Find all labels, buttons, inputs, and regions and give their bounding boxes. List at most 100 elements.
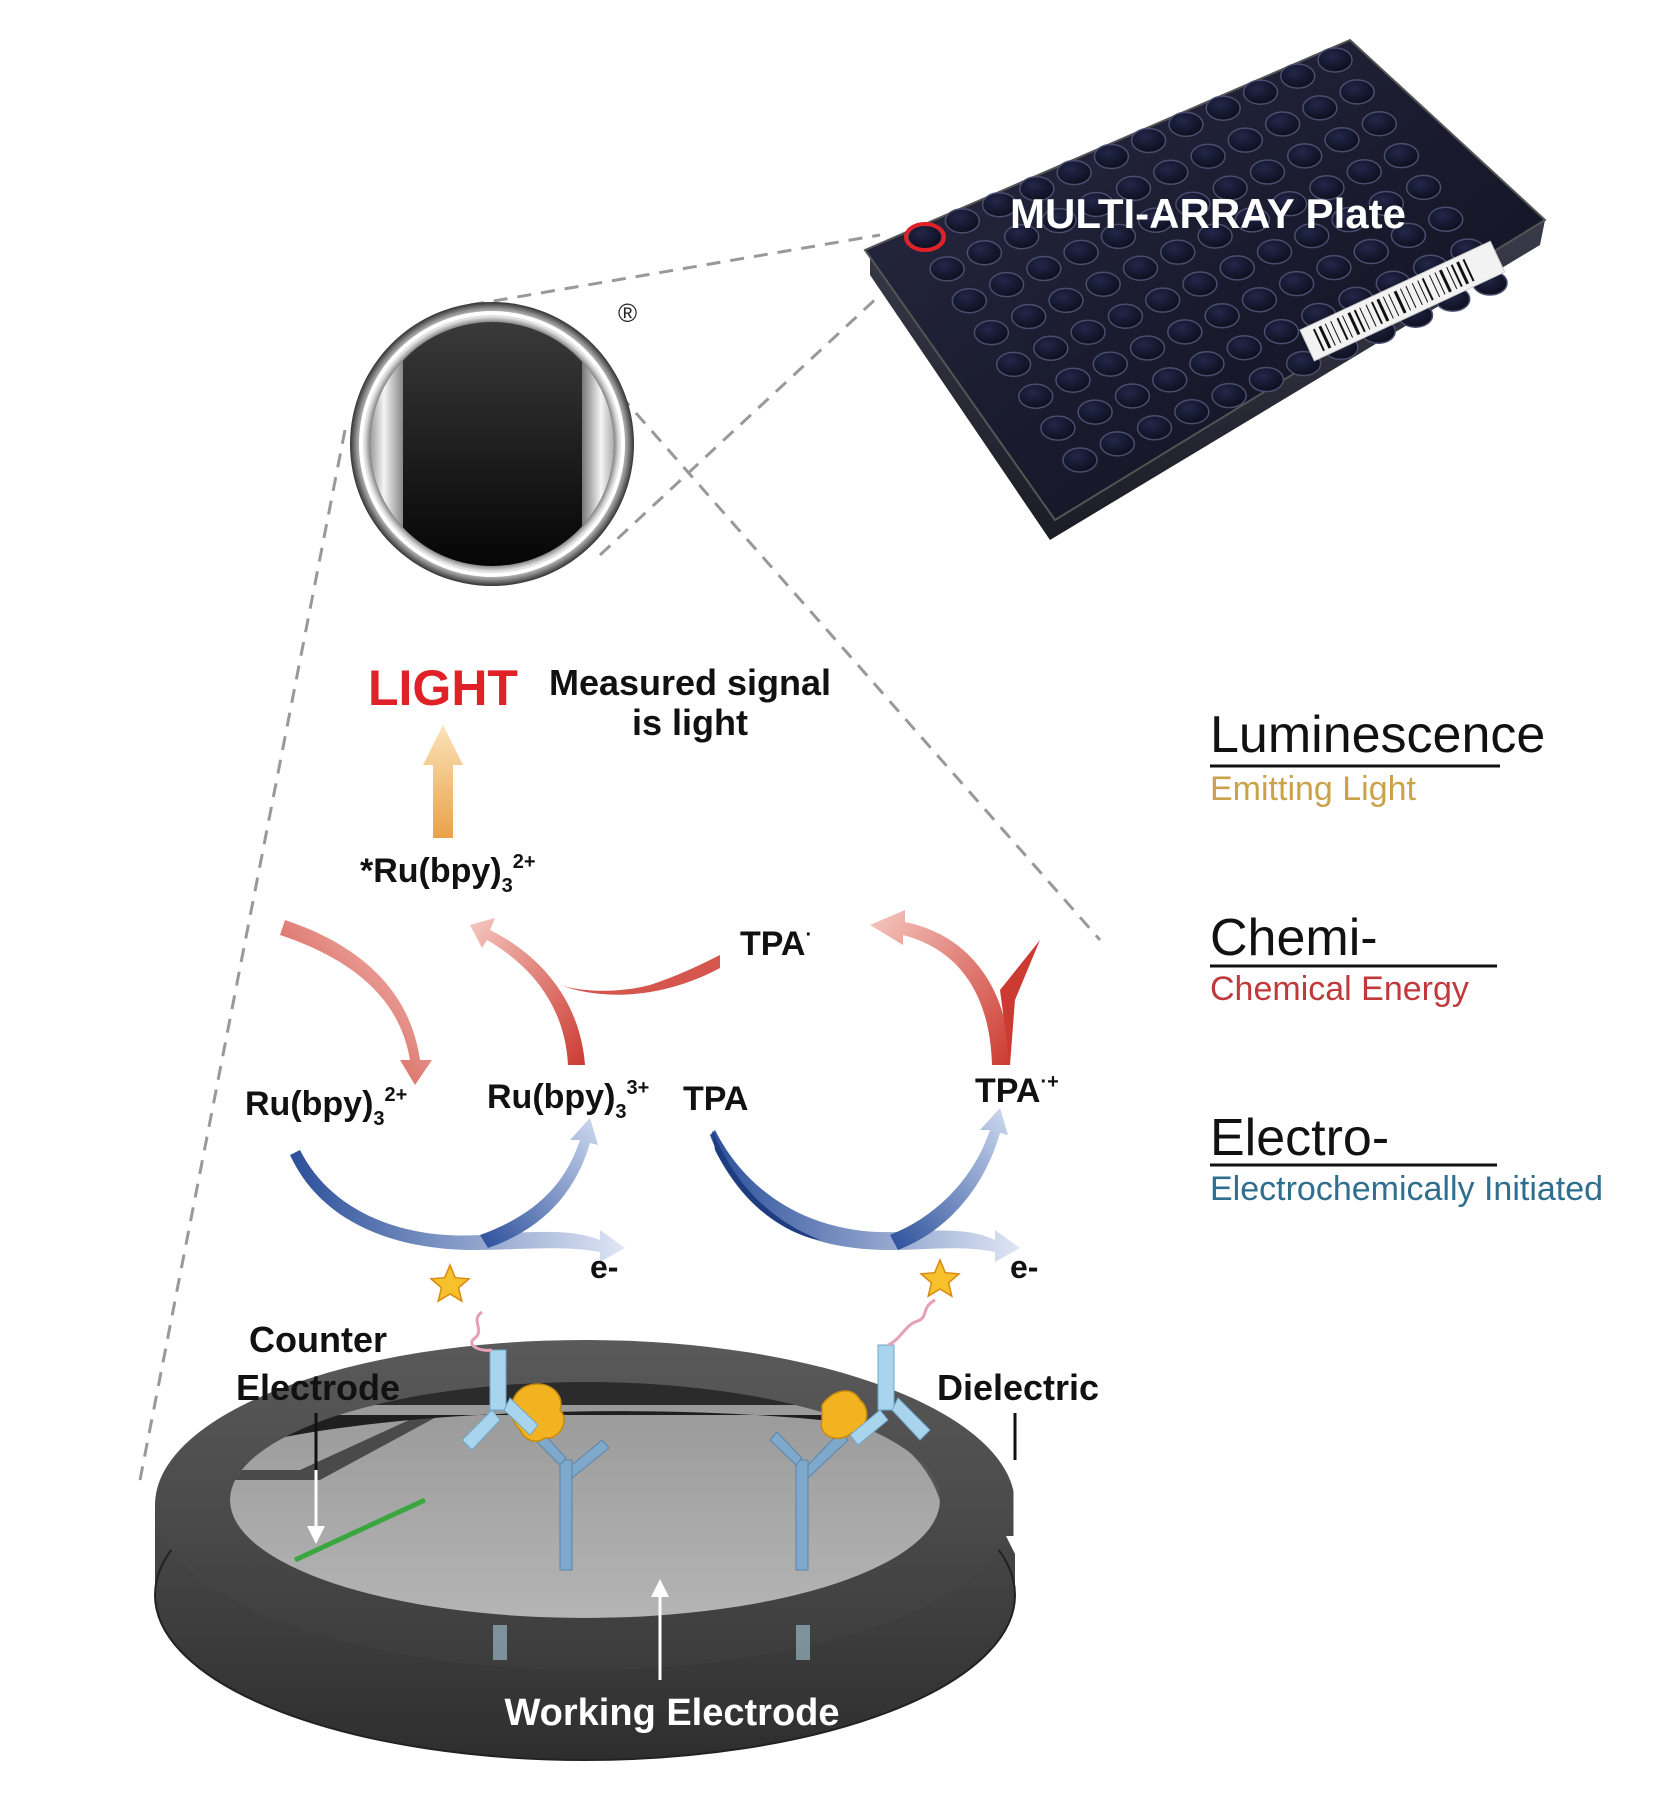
plate-well: [1026, 255, 1062, 282]
barcode-bar: [1399, 288, 1412, 311]
plate-well: [1211, 382, 1247, 409]
plate-well: [1056, 159, 1092, 186]
plate-well: [1249, 159, 1286, 185]
electron-right-label: e-: [1010, 1249, 1038, 1285]
plate-well: [1055, 367, 1091, 393]
plate-well: [1339, 79, 1375, 105]
plate-well: [1383, 142, 1420, 169]
legend-subtitle-luminescence: Emitting Light: [1210, 770, 1417, 808]
plate-well: [995, 351, 1032, 378]
multi-array-plate: MULTI-ARRAY Plate: [863, 38, 1547, 540]
plate-well: [1077, 399, 1113, 425]
plate-well: [1242, 79, 1279, 105]
arc-tpa-cation-to-radical: [870, 910, 1010, 1065]
plate-well: [1033, 335, 1069, 362]
barcode-bar: [1446, 266, 1458, 290]
plate-well: [1144, 287, 1181, 313]
plate-well: [1309, 175, 1345, 201]
barcode-bar: [1318, 325, 1332, 349]
registered-mark: ®: [618, 298, 637, 328]
arc-ru-to-ru3: [480, 1118, 598, 1248]
barcode-bar: [1336, 317, 1349, 341]
barcode-bar: [1428, 274, 1441, 298]
working-electrode-floor: [230, 1405, 940, 1618]
plate-well: [1115, 175, 1152, 202]
arc-tpa-oxidation: [710, 1130, 1020, 1262]
plate-well: [1189, 351, 1225, 377]
plate-well: [1130, 127, 1167, 154]
tpa-radical-label: TPA·: [740, 924, 812, 963]
linker-left: [470, 1310, 493, 1352]
plate-well: [1390, 222, 1427, 249]
plate-well: [1114, 383, 1151, 409]
dielectric-label: Dielectric: [937, 1367, 1099, 1408]
barcode-bar: [1388, 293, 1400, 317]
plate-well: [1092, 351, 1129, 377]
capture-antibody-right: [769, 1431, 849, 1571]
plate-well: [1017, 383, 1054, 410]
barcode-bar: [1462, 258, 1475, 282]
plate-well: [1040, 415, 1076, 441]
plate-well: [1302, 95, 1338, 121]
barcode-bar: [1347, 312, 1361, 336]
plate-wells: [907, 47, 1508, 473]
electrode-well: [154, 1340, 1016, 1761]
plate-well: [929, 256, 965, 282]
plate-well: [1182, 271, 1218, 297]
floor-reflection-left: [493, 1625, 507, 1660]
barcode-bar: [1456, 261, 1470, 285]
plate-well: [1100, 223, 1137, 250]
plate-well: [1227, 127, 1264, 153]
plate-well: [973, 319, 1010, 346]
legend-subtitle-electro: Electrochemically Initiated: [1210, 1170, 1603, 1208]
plate-well: [1136, 415, 1173, 441]
plate-well: [1070, 319, 1106, 345]
electron-left-label: e-: [590, 1249, 618, 1285]
plate-well: [1099, 431, 1136, 457]
measured-signal-line1: Measured signal: [549, 662, 831, 703]
working-electrode-label: Working Electrode: [504, 1692, 839, 1734]
plate-well: [1286, 143, 1323, 169]
plate-well: [1212, 175, 1248, 201]
plate-well: [1122, 255, 1159, 281]
legend-subtitle-chemi: Chemical Energy: [1210, 970, 1469, 1008]
arc-excited-to-ru2: [280, 920, 432, 1085]
barcode-bar: [1376, 298, 1390, 322]
legend-title-electro: Electro-: [1210, 1109, 1389, 1167]
barcode-bar: [1353, 309, 1366, 333]
zoom-line-well-left: [138, 429, 347, 1481]
arc-tpa-to-cation: [890, 1108, 1008, 1250]
barcode-bar: [1365, 304, 1377, 327]
plate-well: [1153, 159, 1189, 186]
counter-electrode-green: [293, 1497, 427, 1563]
zoom-lines: [138, 233, 1102, 1481]
plate-well: [1003, 223, 1040, 250]
ruthenium-star-right: [919, 1258, 961, 1298]
plate-well: [1279, 63, 1316, 89]
ruthenium-labels: [429, 1258, 961, 1303]
barcode-bar: [1341, 315, 1354, 338]
barcode-bar: [1312, 328, 1325, 352]
plate-well: [1278, 270, 1315, 297]
counter-electrode-label-line2: Electrode: [236, 1367, 400, 1408]
plate-well: [1264, 111, 1301, 137]
plate-well: [1137, 207, 1174, 234]
barcode-bar: [1434, 272, 1446, 295]
arc-ru2-oxidation: [290, 1150, 625, 1262]
plate-well: [1010, 303, 1047, 330]
plate-well: [1197, 223, 1233, 249]
barcode-bar: [1421, 277, 1434, 301]
plate-well: [1190, 143, 1226, 169]
plate-well: [1263, 318, 1300, 345]
barcode-bar: [1438, 269, 1452, 293]
counter-electrode-label-line1: Counter: [249, 1319, 387, 1360]
barcode-bar: [1370, 301, 1383, 325]
barcode-bar: [1330, 321, 1342, 344]
plate-well: [1294, 222, 1330, 249]
plate-well: [951, 287, 988, 314]
plate-well: [1129, 335, 1166, 361]
tpa-label: TPA: [683, 1080, 748, 1118]
plate-well: [1019, 175, 1055, 202]
arc-ru3-to-excited: [470, 918, 585, 1065]
barcode-bar: [1393, 290, 1407, 314]
